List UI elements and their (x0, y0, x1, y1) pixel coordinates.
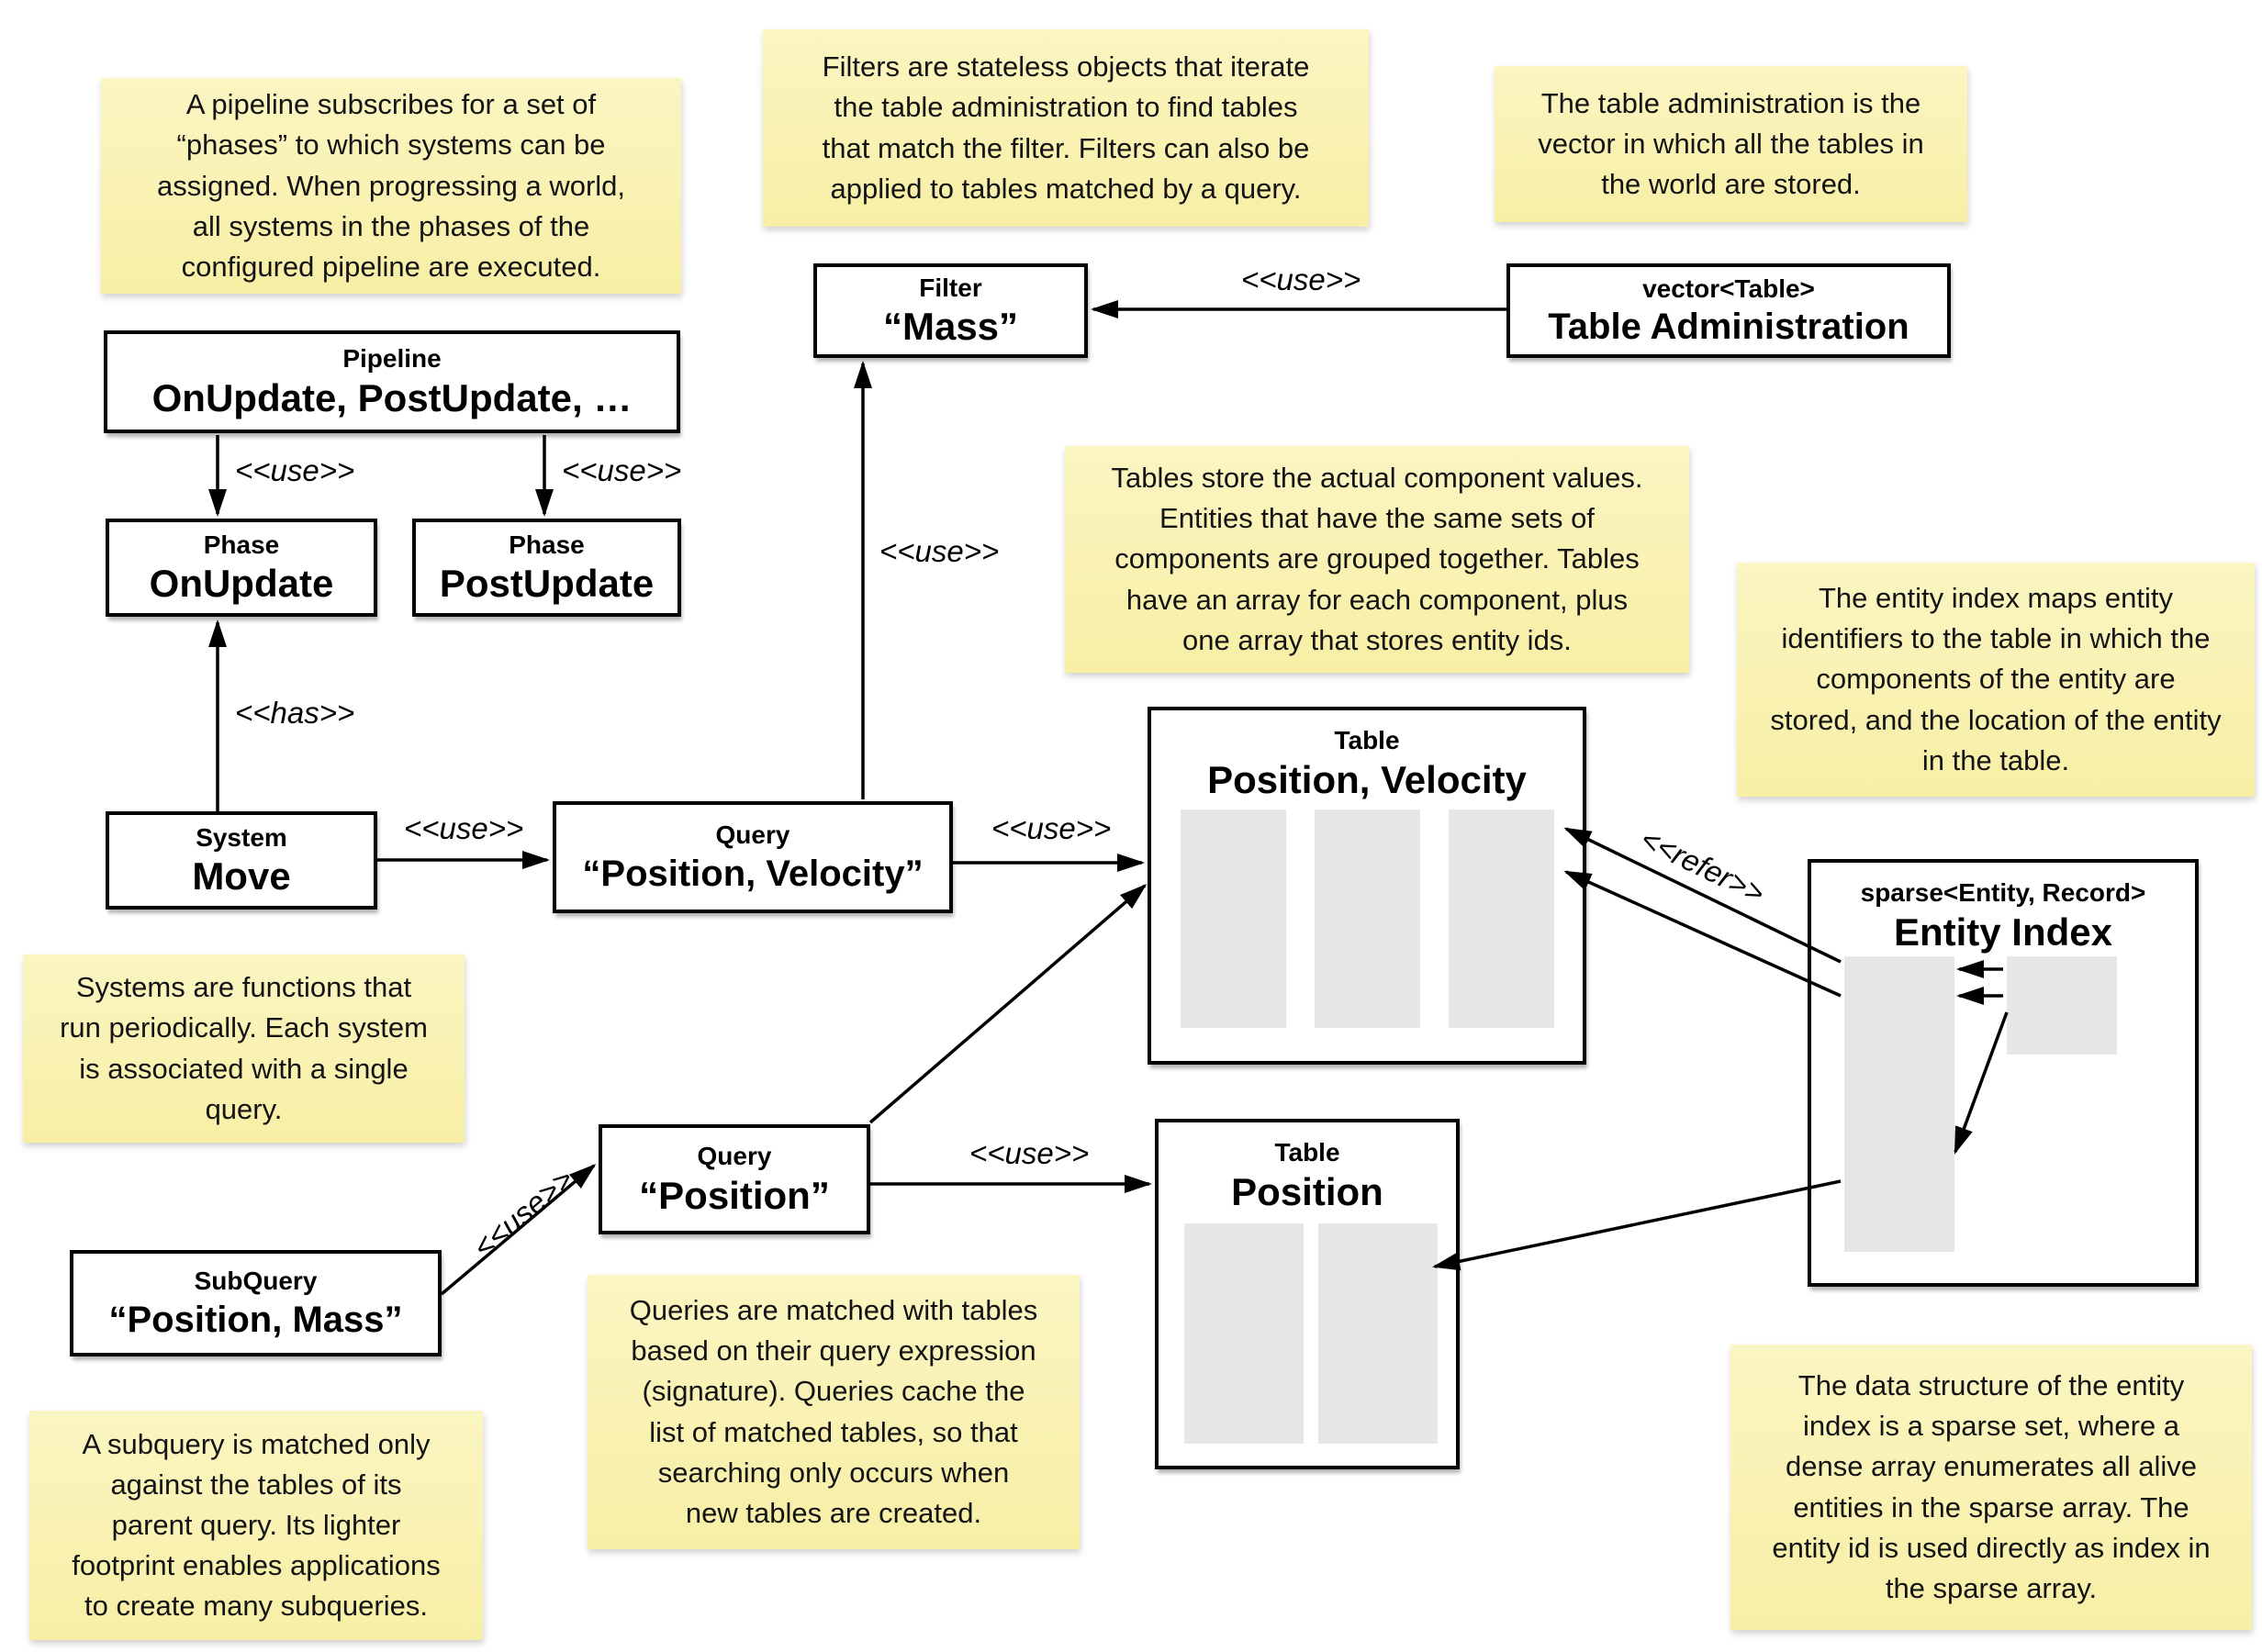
box-query-position: Query “Position” (599, 1124, 870, 1234)
box-table-administration: vector<Table> Table Administration (1506, 263, 1951, 358)
box-table-position-velocity-name: Position, Velocity (1207, 757, 1527, 801)
note-pipeline: A pipeline subscribes for a set of “phas… (101, 78, 681, 294)
component-array (1315, 809, 1420, 1028)
component-array (1184, 1223, 1304, 1444)
edge-label-refer-entityindex-tables: <<refer>> (1635, 821, 1770, 910)
note-queries: Queries are matched with tables based on… (588, 1275, 1080, 1549)
box-entity-index-stereotype: sparse<Entity, Record> (1860, 878, 2146, 907)
box-query-position-velocity-name: “Position, Velocity” (582, 853, 924, 894)
box-filter-mass: Filter “Mass” (813, 263, 1088, 358)
box-table-position: Table Position (1155, 1119, 1460, 1469)
edge-label-use-tableadmin-filter: <<use>> (1241, 262, 1361, 296)
box-phase-onupdate-stereotype: Phase (203, 530, 280, 559)
box-system-move-stereotype: System (196, 822, 287, 852)
box-subquery-position-mass-name: “Position, Mass” (108, 1299, 403, 1340)
box-phase-postupdate-stereotype: Phase (509, 530, 585, 559)
note-filters: Filters are stateless objects that itera… (763, 29, 1369, 227)
edge-label-use-query-filter: <<use>> (879, 534, 1000, 568)
box-entity-index-name: Entity Index (1893, 910, 2113, 954)
box-pipeline: Pipeline OnUpdate, PostUpdate, … (104, 330, 680, 433)
box-system-move-name: Move (192, 854, 291, 899)
dense-array-block (2007, 956, 2117, 1055)
edge-label-use-pipeline-postupdate: <<use>> (562, 453, 682, 487)
box-subquery-position-mass-stereotype: SubQuery (194, 1267, 318, 1296)
note-entity-index: The entity index maps entity identifiers… (1737, 563, 2255, 797)
box-query-position-velocity: Query “Position, Velocity” (553, 801, 953, 913)
box-phase-onupdate: Phase OnUpdate (106, 519, 377, 617)
box-pipeline-name: OnUpdate, PostUpdate, … (151, 375, 633, 419)
box-table-administration-stereotype: vector<Table> (1642, 273, 1815, 303)
box-query-position-stereotype: Query (697, 1142, 772, 1171)
box-table-position-velocity: Table Position, Velocity (1148, 707, 1586, 1065)
arrow-querypos-to-tablepv (868, 884, 1148, 1124)
box-subquery-position-mass: SubQuery “Position, Mass” (70, 1250, 442, 1356)
note-sparse-set: The data structure of the entity index i… (1730, 1345, 2252, 1630)
edge-label-use-querypos-tablepos: <<use>> (969, 1136, 1090, 1170)
component-array (1449, 809, 1554, 1028)
box-system-move: System Move (106, 811, 377, 910)
box-table-position-name: Position (1231, 1169, 1383, 1213)
box-filter-mass-name: “Mass” (882, 305, 1019, 349)
sparse-array-column (1844, 956, 1954, 1252)
edge-label-has-system-phase: <<has>> (235, 696, 355, 730)
box-table-administration-name: Table Administration (1548, 307, 1909, 348)
box-table-position-stereotype: Table (1274, 1138, 1340, 1166)
note-systems: Systems are functions that run periodica… (23, 954, 465, 1143)
edge-label-use-subquery-querypos: <<use>> (466, 1161, 580, 1265)
arrow-entityindex-to-tablepos (1432, 1179, 1842, 1271)
box-table-position-velocity-stereotype: Table (1334, 726, 1400, 754)
edge-label-use-system-query: <<use>> (404, 811, 524, 845)
note-table-administration: The table administration is the vector i… (1495, 66, 1967, 222)
arrow-entityindex-refer-tablepv-2 (1563, 870, 1842, 998)
box-phase-onupdate-name: OnUpdate (149, 562, 334, 606)
edge-label-use-pipeline-onupdate: <<use>> (235, 453, 355, 487)
box-phase-postupdate-name: PostUpdate (439, 562, 655, 606)
box-query-position-velocity-stereotype: Query (715, 820, 790, 850)
component-array (1318, 1223, 1438, 1444)
note-subquery: A subquery is matched only against the t… (29, 1411, 483, 1640)
box-pipeline-stereotype: Pipeline (342, 344, 442, 374)
box-filter-mass-stereotype: Filter (919, 273, 982, 302)
box-query-position-name: “Position” (639, 1173, 830, 1217)
note-tables: Tables store the actual component values… (1065, 446, 1689, 673)
box-entity-index: sparse<Entity, Record> Entity Index (1808, 859, 2199, 1287)
box-phase-postupdate: Phase PostUpdate (412, 519, 681, 617)
edge-label-use-querypv-tablepv: <<use>> (991, 811, 1112, 845)
component-array (1181, 809, 1286, 1028)
